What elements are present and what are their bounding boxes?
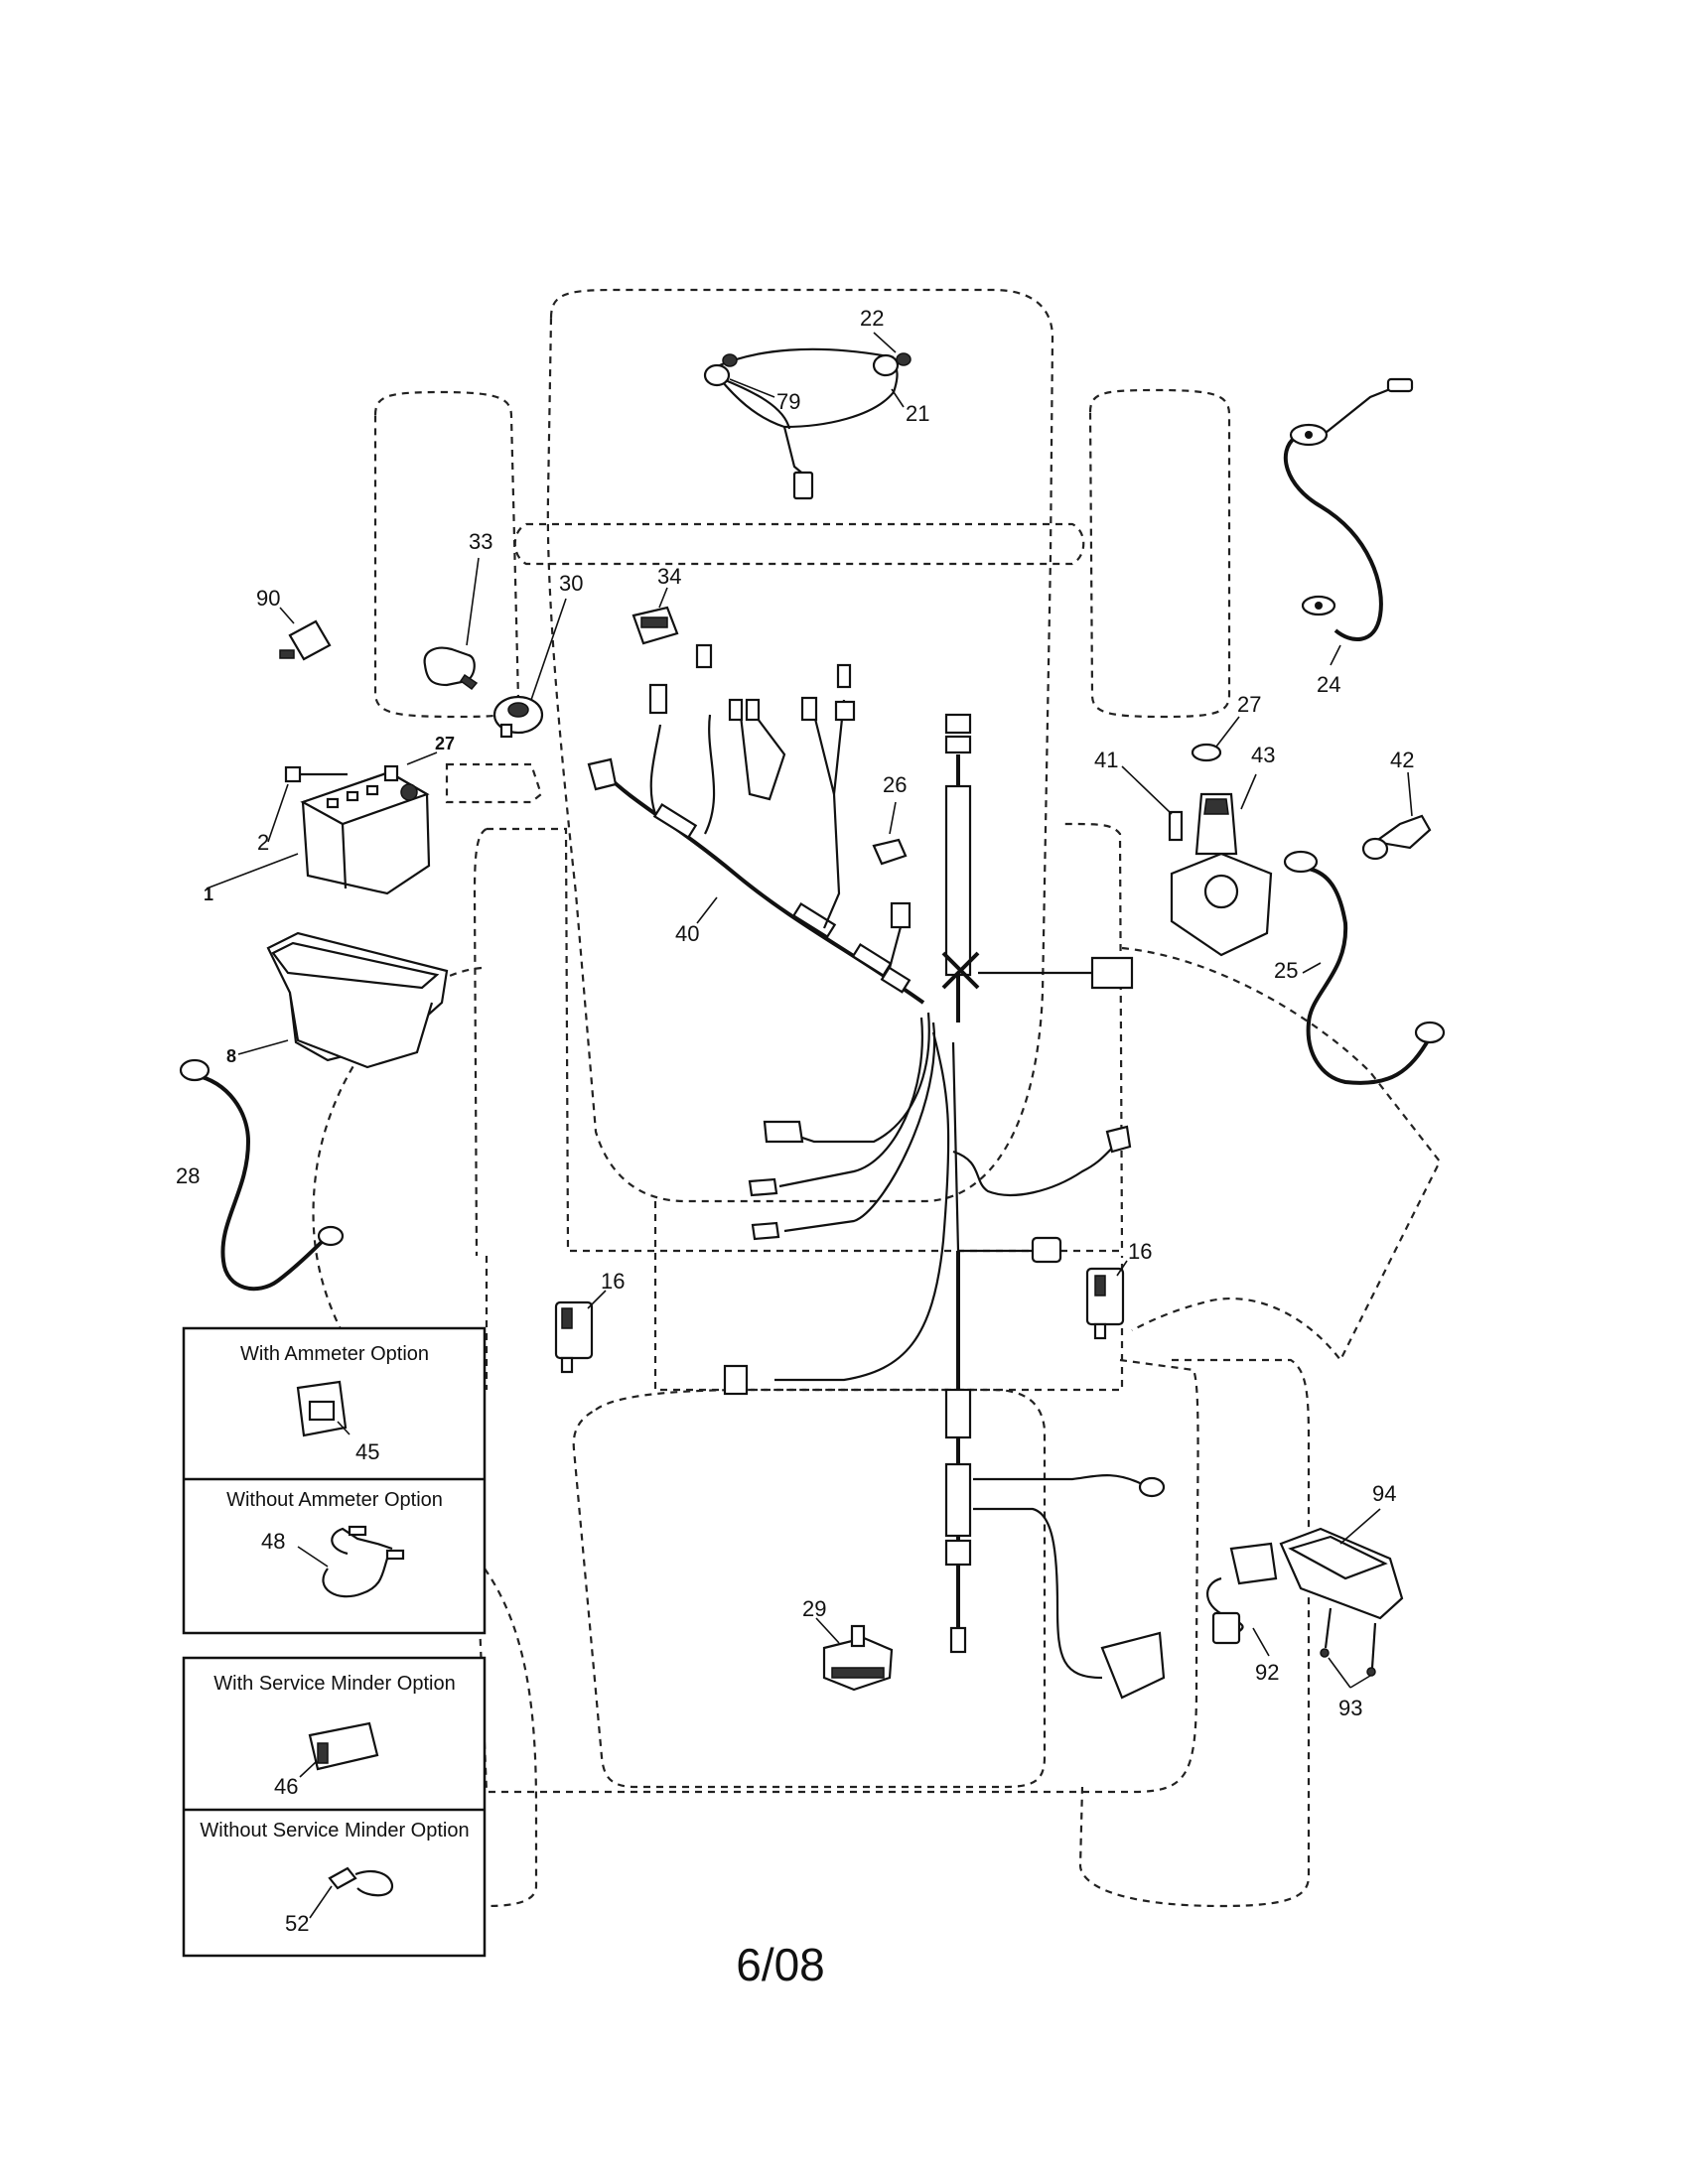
- part-93-screws: [1320, 1607, 1377, 1689]
- callout-27-left: 27: [435, 734, 455, 753]
- part-33-key: [423, 557, 480, 691]
- callout-2: 2: [257, 830, 269, 855]
- rear-left-wheel-outline: [484, 1568, 538, 1908]
- callout-22: 22: [860, 306, 884, 331]
- callout-93: 93: [1338, 1696, 1362, 1720]
- hood-outline: [546, 288, 1054, 1203]
- part-8-battery-box: [237, 931, 449, 1069]
- battery-tray-outline: [445, 762, 543, 804]
- front-axle-outline: [513, 522, 1085, 566]
- seat-pan-outline: [653, 1201, 1124, 1392]
- seat-outline: [572, 1388, 1047, 1789]
- part-29-switch: [815, 1617, 894, 1692]
- callout-94: 94: [1372, 1481, 1396, 1506]
- part-16-switch-left: [554, 1290, 607, 1374]
- cable-25: [1283, 850, 1446, 1085]
- callout-92: 92: [1255, 1660, 1279, 1685]
- part-94-module: [1279, 1508, 1404, 1620]
- part-16-switch-right: [1085, 1260, 1128, 1340]
- callout-45: 45: [355, 1439, 379, 1464]
- callout-30: 30: [559, 571, 583, 596]
- callout-28: 28: [176, 1163, 200, 1188]
- callout-16-left: 16: [601, 1269, 625, 1294]
- callout-34: 34: [657, 564, 681, 589]
- ammeter-option-box: [182, 1326, 487, 1635]
- part-48-jumper: [297, 1525, 405, 1598]
- callout-1: 1: [204, 885, 213, 904]
- cable-28: [179, 1058, 345, 1292]
- callout-26: 26: [883, 772, 907, 797]
- callout-48: 48: [261, 1529, 285, 1554]
- part-34-switch: [632, 587, 679, 645]
- callout-41: 41: [1094, 748, 1118, 772]
- service-minder-option-box: [182, 1656, 487, 1958]
- callout-24: 24: [1317, 672, 1340, 697]
- part-90: [279, 607, 332, 661]
- callout-40: 40: [675, 921, 699, 946]
- option-title-with-ammeter: With Ammeter Option: [240, 1343, 429, 1365]
- revision-date: 6/08: [736, 1939, 825, 1990]
- part-26-fuse: [872, 801, 908, 866]
- right-fender-outline: [1121, 946, 1442, 1363]
- main-harness-40: [587, 643, 1132, 1396]
- front-right-wheel-outline: [1088, 388, 1231, 719]
- option-title-with-service-minder: With Service Minder Option: [213, 1673, 455, 1695]
- part-92-harness: [1205, 1542, 1278, 1657]
- part-41-screw: [1121, 765, 1184, 842]
- part-27-nut-right: [1191, 716, 1240, 762]
- vertical-harness: [941, 713, 1166, 1700]
- callout-43: 43: [1251, 743, 1275, 767]
- callout-29: 29: [802, 1596, 826, 1621]
- frame-outline: [473, 822, 1124, 1257]
- part-27-nut-left: [383, 751, 438, 782]
- callout-46: 46: [274, 1774, 298, 1799]
- callout-21: 21: [906, 401, 929, 426]
- callout-52: 52: [285, 1911, 309, 1936]
- battery-cable-24: [1283, 377, 1414, 666]
- option-title-without-service-minder: Without Service Minder Option: [200, 1820, 469, 1842]
- part-46-service-minder: [299, 1721, 379, 1778]
- callout-90: 90: [256, 586, 280, 611]
- option-title-without-ammeter: Without Ammeter Option: [226, 1489, 443, 1511]
- callout-8: 8: [226, 1046, 236, 1066]
- front-left-wheel-outline: [373, 390, 520, 719]
- part-42-terminal-boot: [1361, 771, 1432, 861]
- part-2-bolt: [267, 765, 348, 843]
- headlight-harness: [703, 332, 912, 500]
- rear-right-wheel-outline: [1078, 1358, 1311, 1908]
- callout-42: 42: [1390, 748, 1414, 772]
- part-1-battery: [206, 770, 431, 895]
- callout-16-right: 16: [1128, 1239, 1152, 1264]
- part-43-solenoid: [1170, 773, 1273, 957]
- callout-33: 33: [469, 529, 492, 554]
- part-45-ammeter: [296, 1380, 351, 1437]
- callout-27-right: 27: [1237, 692, 1261, 717]
- part-30-ignition-switch: [492, 598, 567, 739]
- part-52-jumper: [309, 1866, 394, 1919]
- callout-25: 25: [1274, 958, 1298, 983]
- callout-79: 79: [776, 389, 800, 414]
